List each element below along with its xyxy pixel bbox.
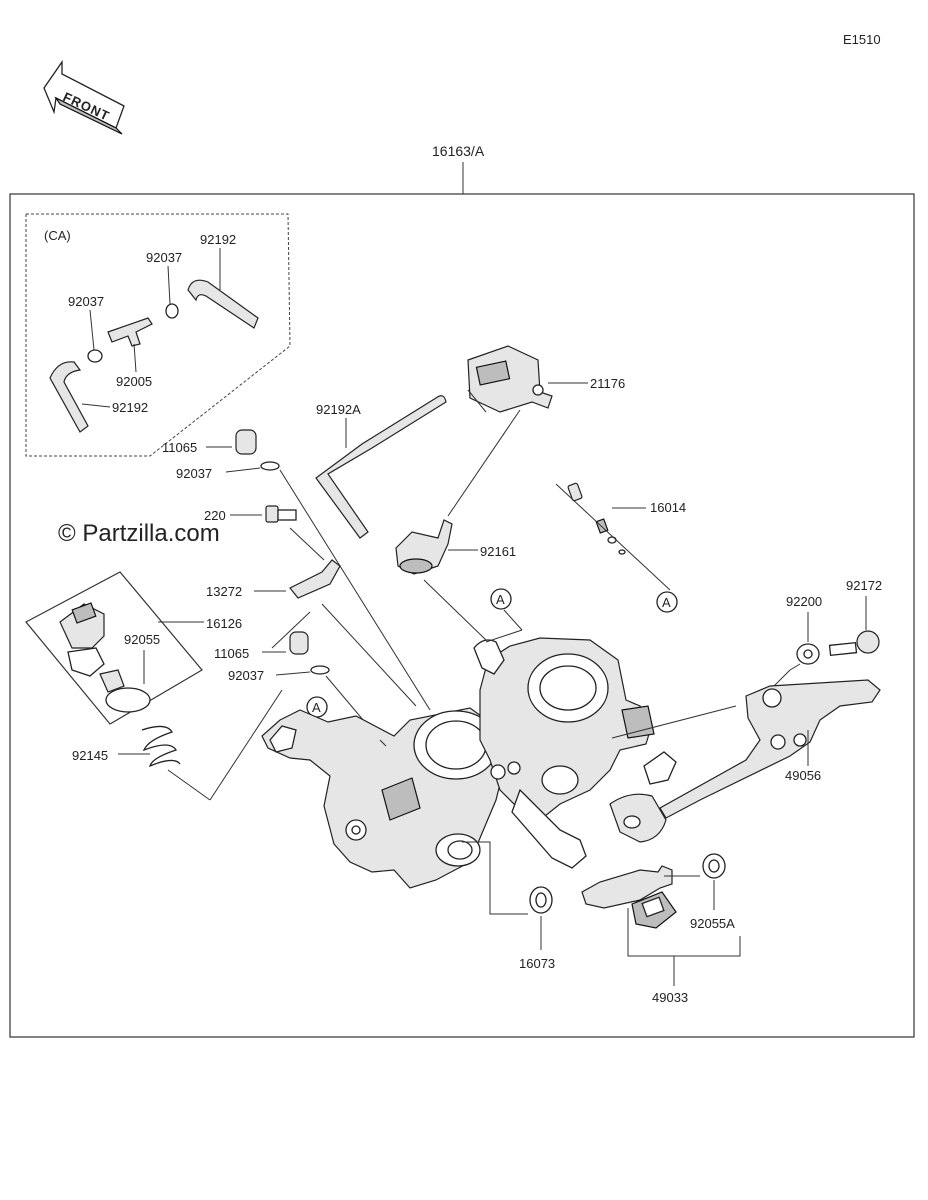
sensor-92161 — [395, 519, 453, 575]
label-16014: 16014 — [650, 500, 686, 515]
label-49033: 49033 — [652, 990, 688, 1005]
label-92005: 92005 — [116, 374, 152, 389]
label-92037-ca-left: 92037 — [68, 294, 104, 309]
hose-92192-ca-top — [187, 279, 259, 329]
label-92192-bottom: 92192 — [112, 400, 148, 415]
callout-a-2-label: A — [662, 595, 671, 610]
assembly-frame — [9, 193, 915, 1038]
screw-set-16014 — [567, 482, 626, 555]
label-21176: 21176 — [590, 376, 625, 391]
label-16126: 16126 — [206, 616, 242, 631]
front-arrow-icon: FRONT — [43, 59, 125, 135]
label-92055a: 92055A — [690, 916, 735, 931]
clip-92037-low — [310, 665, 330, 675]
label-92037-mid: 92037 — [176, 466, 212, 481]
cap-11065-low — [289, 631, 309, 655]
screw-220 — [265, 505, 297, 523]
diagram-code: E1510 — [843, 32, 881, 47]
clip-92037-ca-left — [87, 349, 103, 363]
label-13272: 13272 — [206, 584, 242, 599]
fuel-rail-49056 — [609, 679, 881, 843]
label-11065-top: 11065 — [162, 440, 197, 455]
ca-subassembly-box — [25, 213, 291, 457]
spring-92145 — [141, 725, 181, 768]
label-220: 220 — [204, 508, 226, 523]
screw-92172 — [828, 630, 880, 657]
label-92037-ca-top: 92037 — [146, 250, 182, 265]
label-92200: 92200 — [786, 594, 822, 609]
watermark: © Partzilla.com — [58, 520, 220, 547]
label-92172: 92172 — [846, 578, 882, 593]
label-92192a: 92192A — [316, 402, 361, 417]
callout-a-3-label: A — [312, 700, 321, 715]
clip-92037-ca-top — [165, 303, 179, 319]
hose-92192a — [315, 395, 447, 539]
label-92055: 92055 — [124, 632, 160, 647]
sensor-16126-box — [25, 571, 203, 725]
cap-11065-top — [235, 429, 257, 455]
hose-92192-ca-bottom — [49, 361, 89, 433]
throttle-body-right — [473, 637, 655, 869]
sensor-21176 — [467, 345, 553, 413]
callout-a-1-label: A — [496, 592, 505, 607]
label-92161: 92161 — [480, 544, 516, 559]
oring-92055 — [105, 687, 151, 713]
label-49056: 49056 — [785, 768, 821, 783]
label-92037-low: 92037 — [228, 668, 264, 683]
tfitting-92005 — [107, 317, 153, 347]
label-11065-low: 11065 — [214, 646, 249, 661]
callout-a-2 — [656, 591, 678, 613]
throttle-body — [261, 707, 507, 889]
label-92192-top: 92192 — [200, 232, 236, 247]
label-92145: 92145 — [72, 748, 108, 763]
sensor-16126 — [59, 602, 125, 693]
clip-92037-mid — [260, 461, 280, 471]
bracket-13272 — [289, 559, 341, 599]
label-16073: 16073 — [519, 956, 555, 971]
injector-49033 — [581, 865, 677, 929]
callout-a-1 — [490, 588, 512, 610]
label-16163a: 16163/A — [432, 143, 485, 159]
ca-label: (CA) — [44, 228, 71, 243]
